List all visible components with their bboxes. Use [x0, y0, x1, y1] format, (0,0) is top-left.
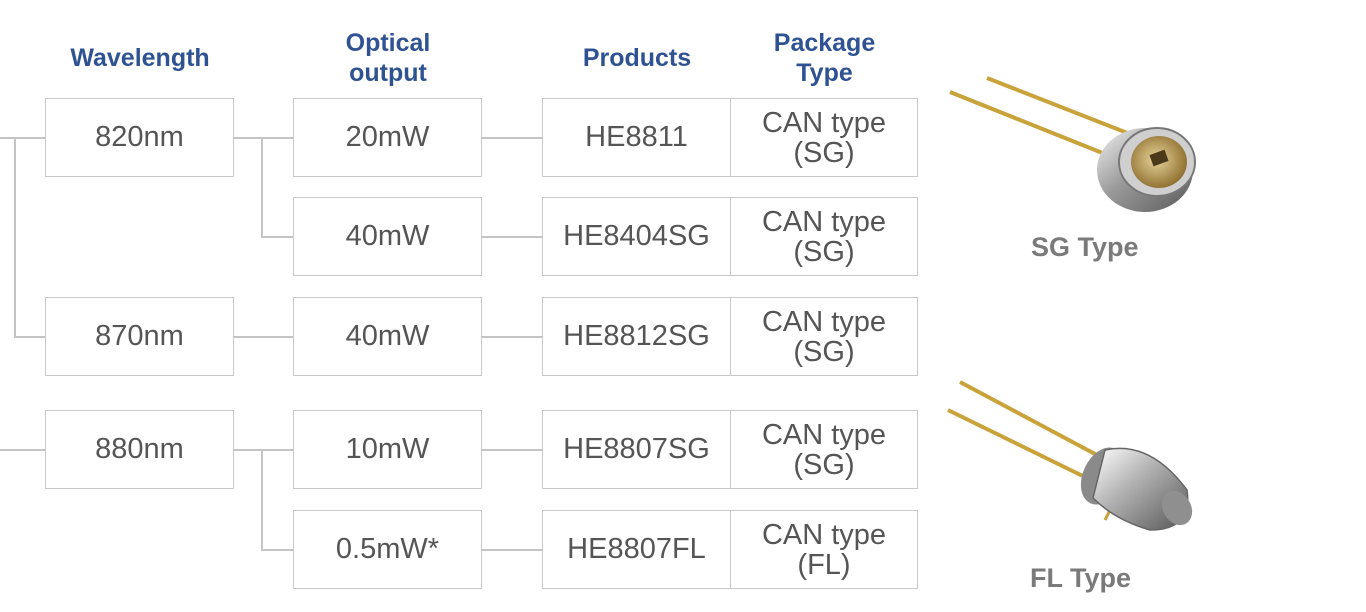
header-optical-line1: Optical	[345, 29, 431, 57]
connector-branch-820-40mw	[261, 236, 294, 238]
header-wavelength: Wavelength	[70, 44, 210, 72]
package-box-2: CAN type (SG)	[730, 197, 918, 276]
package-line1: CAN type	[761, 418, 887, 451]
connector-branch-820	[261, 137, 263, 237]
package-line1: CAN type	[761, 205, 887, 238]
header-optical-line2: output	[349, 59, 427, 87]
header-package-line1: Package	[773, 29, 876, 57]
connector-output-product-1	[481, 137, 543, 139]
sg-type-caption: SG Type	[1031, 232, 1139, 262]
header-package-type: Package Type	[731, 28, 918, 88]
wavelength-box-880nm: 880nm	[45, 410, 234, 489]
header-products: Products	[582, 44, 692, 72]
output-box-2: 40mW	[293, 197, 482, 276]
product-box-1: HE8811	[542, 98, 731, 177]
connector-output-product-5	[481, 549, 543, 551]
package-line2: (SG)	[793, 448, 855, 481]
header-optical-output: Optical output	[294, 28, 482, 88]
connector-trunk-upper	[14, 137, 16, 337]
connector-branch-880-05mw	[261, 549, 294, 551]
fl-type-component-image	[947, 380, 1193, 531]
connector-output-product-3	[481, 336, 543, 338]
connector-820-20mw	[233, 137, 294, 139]
connector-left-880	[0, 449, 46, 451]
package-line2: (SG)	[793, 335, 855, 368]
package-box-3: CAN type (SG)	[730, 297, 918, 376]
package-box-5: CAN type (FL)	[730, 510, 918, 589]
wavelength-box-820nm: 820nm	[45, 98, 234, 177]
product-box-5: HE8807FL	[542, 510, 731, 589]
output-box-1: 20mW	[293, 98, 482, 177]
connector-left-870	[14, 336, 46, 338]
connector-output-product-2	[481, 236, 543, 238]
package-box-1: CAN type (SG)	[730, 98, 918, 177]
package-line2: (SG)	[793, 235, 855, 268]
package-line1: CAN type	[761, 518, 887, 551]
package-line2: (FL)	[797, 548, 851, 581]
connector-870-40mw	[233, 336, 294, 338]
connector-output-product-4	[481, 449, 543, 451]
sg-type-component-image	[949, 76, 1196, 212]
output-box-3: 40mW	[293, 297, 482, 376]
product-box-3: HE8812SG	[542, 297, 731, 376]
fl-type-caption: FL Type	[1030, 563, 1132, 593]
package-line2: (SG)	[793, 136, 855, 169]
connector-branch-880	[261, 449, 263, 550]
package-line1: CAN type	[761, 305, 887, 338]
output-box-4: 10mW	[293, 410, 482, 489]
product-box-4: HE8807SG	[542, 410, 731, 489]
header-package-line2: Type	[796, 59, 853, 87]
product-box-2: HE8404SG	[542, 197, 731, 276]
package-box-4: CAN type (SG)	[730, 410, 918, 489]
connector-left-820	[0, 137, 46, 139]
wavelength-box-870nm: 870nm	[45, 297, 234, 376]
output-box-5: 0.5mW*	[293, 510, 482, 589]
package-line1: CAN type	[761, 106, 887, 139]
connector-880-10mw	[233, 449, 294, 451]
